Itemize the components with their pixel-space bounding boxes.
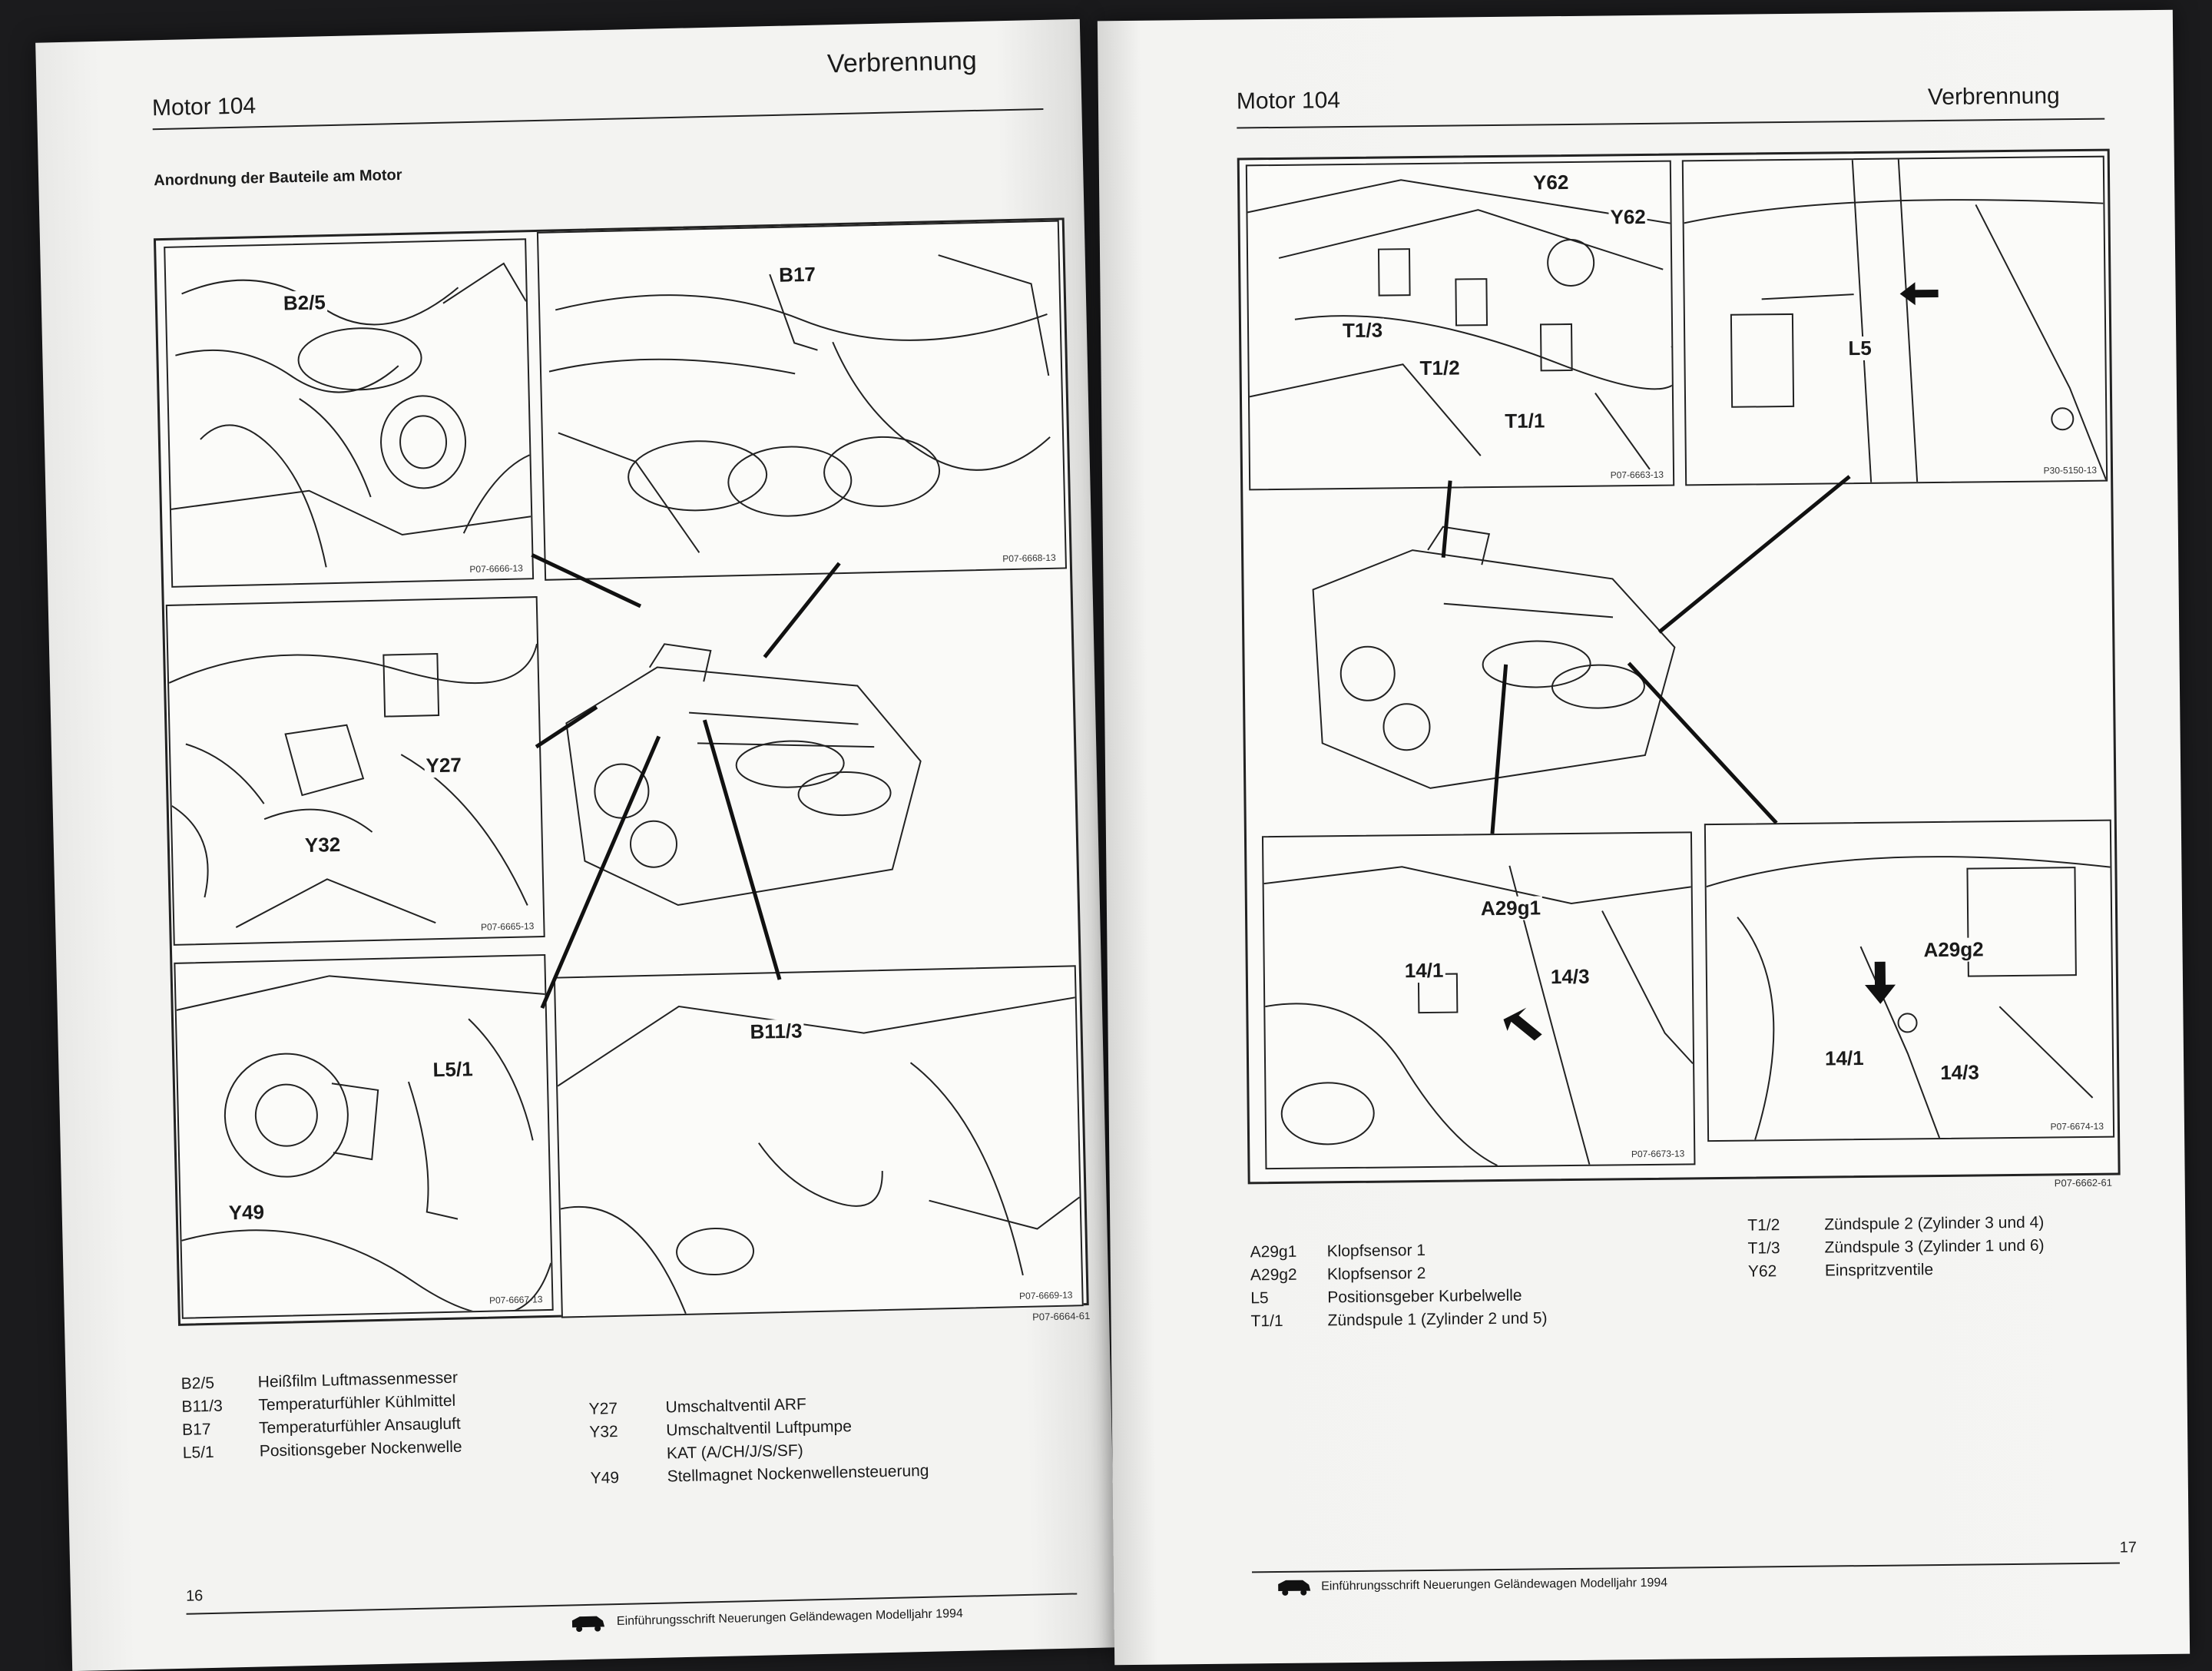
panel-code: P07-6666-13	[469, 562, 523, 575]
page-number-left: 16	[185, 1587, 204, 1605]
legend-key: B2/5	[180, 1374, 215, 1393]
header-rule	[152, 108, 1044, 131]
legend-text: Einspritzventile	[1824, 1261, 1934, 1280]
legend-key: A29g2	[1250, 1265, 1297, 1285]
label-b17: B17	[777, 262, 818, 287]
header-right-right-page: Verbrennung	[1927, 83, 2060, 111]
header-left-left-page: Motor 104	[151, 93, 257, 121]
label-14-3: 14/3	[1548, 964, 1591, 990]
legend-key: Y32	[589, 1422, 618, 1441]
panel-code: P07-6665-13	[480, 920, 535, 933]
label-14-1: 14/1	[1402, 958, 1445, 983]
panel-code: P30-5150-13	[2043, 464, 2098, 476]
legend-text: Positionsgeber Nockenwelle	[259, 1437, 462, 1460]
page-number-right: 17	[2119, 1539, 2137, 1557]
legend-key: A29g1	[1250, 1242, 1297, 1262]
panel-drawing	[1684, 159, 2107, 482]
legend-key: Y49	[590, 1468, 620, 1487]
engine-illustration	[1312, 526, 1676, 789]
figure-subtitle: Anordnung der Bauteile am Motor	[153, 166, 402, 190]
panel-b17: B17 P07-6668-13	[536, 220, 1068, 581]
label-y62: Y62	[1531, 170, 1571, 195]
panel-drawing	[557, 996, 1081, 1315]
panel-drawing	[171, 262, 531, 568]
footer-text-left: Einführungsschrift Neuerungen Geländewag…	[616, 1606, 963, 1629]
legend-text: KAT (A/CH/J/S/SF)	[666, 1441, 803, 1463]
panel-drawing	[1706, 856, 2111, 1140]
legend-key: T1/3	[1747, 1239, 1780, 1258]
legend-key: T1/1	[1250, 1311, 1283, 1331]
panel-a29g1: A29g1 14/1 14/3 P07-6673-13	[1261, 831, 1696, 1170]
label-l5-1: L5/1	[431, 1057, 475, 1083]
engine-illustration	[565, 643, 922, 907]
legend-text: Klopfsensor 2	[1326, 1265, 1426, 1284]
panel-a29g2: A29g2 14/1 14/3 P07-6674-13	[1704, 819, 2115, 1142]
panel-code: P07-6667-13	[488, 1294, 543, 1306]
label-b2-5: B2/5	[281, 290, 328, 316]
label-y62-2: Y62	[1608, 204, 1647, 230]
panel-l5-1-y49: L5/1 Y49 P07-6667-13	[174, 953, 554, 1319]
left-page: Verbrennung Motor 104 Anordnung der Baut…	[35, 18, 1117, 1671]
legend-text: Zündspule 1 (Zylinder 2 und 5)	[1327, 1309, 1548, 1330]
legend-text: Positionsgeber Kurbelwelle	[1327, 1286, 1522, 1307]
car-icon	[571, 1616, 605, 1633]
legend-key: L5	[1250, 1289, 1269, 1308]
panel-drawing	[176, 975, 552, 1315]
label-a29g1: A29g1	[1479, 896, 1543, 921]
legend-key: T1/2	[1747, 1216, 1780, 1235]
legend-right: T1/2 Zündspule 2 (Zylinder 3 und 4) T1/3 Z…	[1747, 1212, 2045, 1284]
panel-b2-5: B2/5 P07-6666-13	[164, 238, 535, 588]
figure-frame: Y62 Y62 T1/3 T1/2 T1/1 P07-6663-13 L5 P3…	[1237, 148, 2121, 1185]
legend-text: Stellmagnet Nockenwellensteuerung	[667, 1461, 929, 1486]
header-left-right-page: Motor 104	[1236, 88, 1341, 114]
legend-text: Umschaltventil Luftpumpe	[666, 1417, 853, 1440]
label-t1-1: T1/1	[1503, 409, 1547, 433]
figure-frame: B2/5 P07-6666-13 B17 P07-6668-13	[153, 217, 1089, 1326]
header-rule	[1237, 118, 2105, 129]
label-y49: Y49	[227, 1200, 267, 1225]
legend-text: Klopfsensor 1	[1326, 1242, 1426, 1261]
car-icon	[1278, 1580, 1311, 1596]
legend-key: B11/3	[181, 1397, 224, 1416]
panel-code: P07-6673-13	[1631, 1148, 1685, 1160]
figure-code: P07-6662-61	[2054, 1176, 2112, 1189]
label-t1-3: T1/3	[1340, 318, 1385, 343]
label-l5: L5	[1846, 336, 1873, 361]
panel-drawing	[1247, 179, 1674, 470]
label-a29g2: A29g2	[1922, 937, 1985, 963]
right-page: Motor 104 Verbrennung Y62 Y62 T1/3 T1/2 …	[1097, 9, 2190, 1666]
legend-text: Umschaltventil ARF	[665, 1395, 807, 1417]
label-14-3-b: 14/3	[1939, 1060, 1981, 1085]
panel-drawing	[168, 643, 538, 928]
legend-key: Y62	[1747, 1262, 1777, 1281]
header-right-left-page: Verbrennung	[826, 45, 978, 79]
panel-code: P07-6668-13	[1002, 552, 1056, 565]
legend-right: Y27 Umschaltventil ARF Y32 Umschaltventil …	[588, 1391, 929, 1490]
legend-text: Zündspule 2 (Zylinder 3 und 4)	[1824, 1213, 2045, 1234]
label-y27: Y27	[424, 753, 464, 778]
panel-l5: L5 P30-5150-13	[1681, 155, 2108, 486]
panel-code: P07-6669-13	[1018, 1289, 1073, 1302]
label-y32: Y32	[303, 832, 343, 858]
legend-key: L5/1	[182, 1443, 214, 1462]
label-t1-2: T1/2	[1418, 356, 1462, 381]
panel-b11-3: B11/3 P07-6669-13	[553, 965, 1084, 1318]
panel-drawing	[548, 254, 1051, 553]
footer-rule	[1251, 1562, 2120, 1573]
figure-code: P07-6664-61	[1031, 1309, 1091, 1323]
panel-y62-t1: Y62 Y62 T1/3 T1/2 T1/1 P07-6663-13	[1245, 160, 1675, 491]
footer-text-right: Einführungsschrift Neuerungen Geländewag…	[1321, 1576, 1668, 1593]
panel-y27-y32: Y27 Y32 P07-6665-13	[165, 596, 545, 946]
panel-code: P07-6663-13	[1610, 469, 1664, 481]
legend-left: A29g1 Klopfsensor 1 A29g2 Klopfsensor 2 L5…	[1250, 1238, 1548, 1333]
panel-code: P07-6674-13	[2050, 1120, 2104, 1132]
label-b11-3: B11/3	[748, 1019, 804, 1044]
legend-key: B17	[181, 1420, 211, 1439]
label-14-1-b: 14/1	[1823, 1046, 1866, 1071]
panel-drawing	[1263, 865, 1694, 1166]
legend-key: Y27	[588, 1399, 618, 1418]
legend-text: Zündspule 3 (Zylinder 1 und 6)	[1824, 1236, 2045, 1257]
